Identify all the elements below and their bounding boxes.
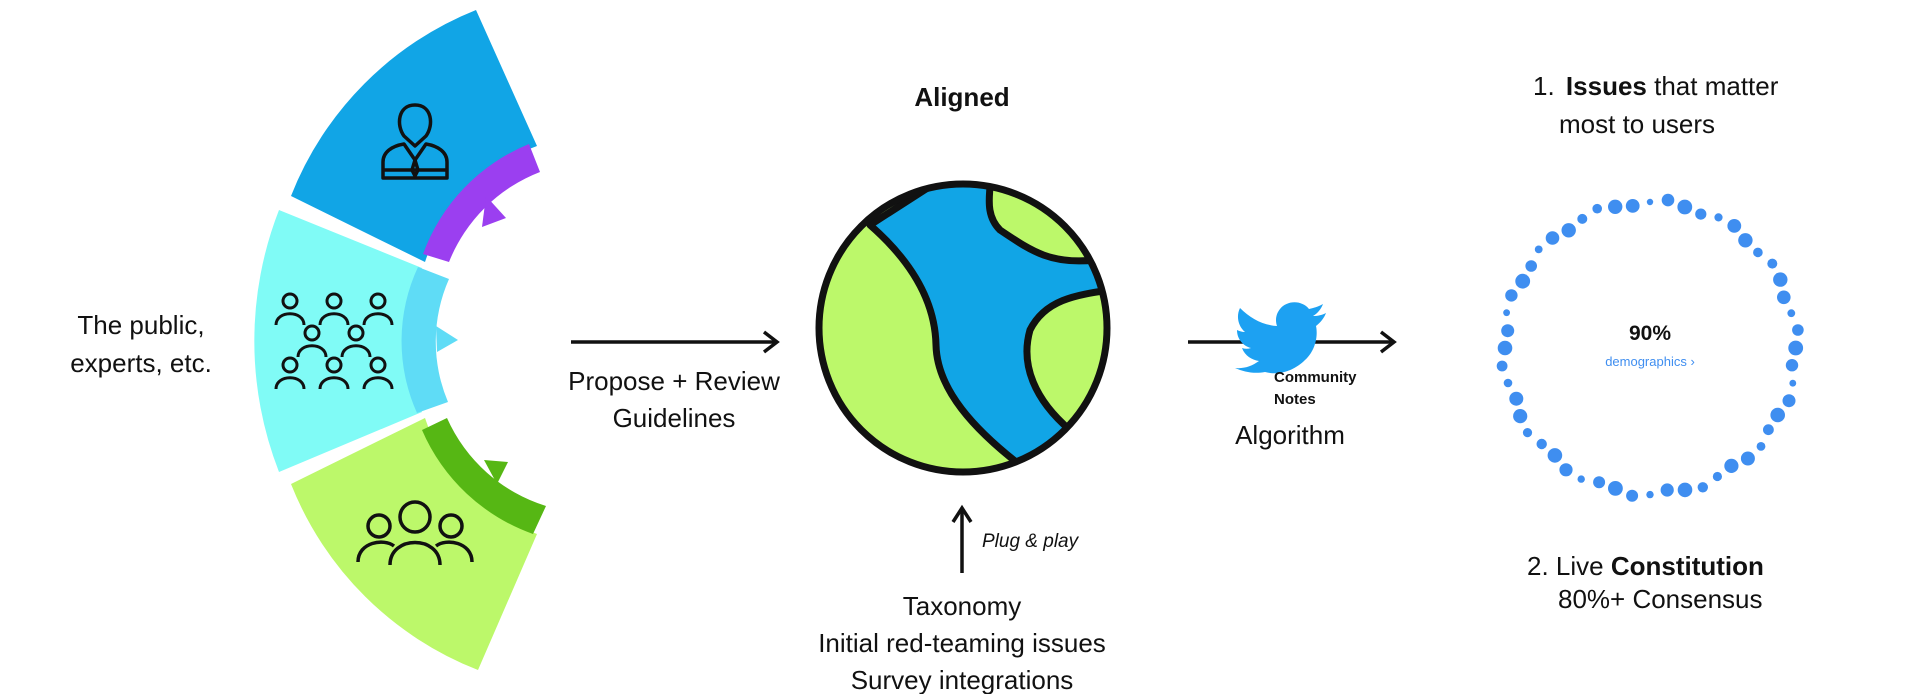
- twitter-bird-icon: [1235, 302, 1326, 374]
- gauge-ring-dot: [1712, 471, 1722, 482]
- gauge-ring-dot: [1646, 490, 1654, 499]
- gauge-ring-dot: [1577, 213, 1588, 224]
- gauge-ring-dot: [1608, 199, 1623, 214]
- gauge-ring-dot: [1753, 247, 1763, 258]
- output-item2-bold: Constitution: [1611, 551, 1764, 581]
- gauge-ring-dot: [1505, 289, 1518, 302]
- gauge-ring-dot: [1497, 340, 1513, 356]
- algorithm-label: Algorithm: [1235, 420, 1345, 450]
- gauge-ring-dot: [1785, 359, 1799, 372]
- fan-segment-individual: [291, 10, 537, 262]
- gauge-ring-dot: [1501, 324, 1515, 338]
- gauge-ring-dot: [1625, 199, 1640, 213]
- gauge-ring-dot: [1534, 245, 1543, 254]
- globe-title: Aligned: [914, 82, 1009, 112]
- gauge-ring-dot: [1738, 233, 1753, 248]
- globe-icon: [815, 180, 1111, 476]
- gauge-ring-dot: [1525, 260, 1537, 272]
- plug-label: Plug & play: [982, 531, 1080, 552]
- gauge-ring-dot: [1697, 482, 1709, 493]
- crowd-icon: [274, 292, 394, 390]
- arrow-notch-purple: [482, 196, 506, 227]
- output-item2-line2: 80%+ Consensus: [1558, 584, 1763, 614]
- output-item1-line1: 1. Issues that matter: [1533, 71, 1779, 101]
- propose-label-line1: Propose + Review: [568, 366, 780, 396]
- gauge-ring-dot: [1503, 378, 1513, 388]
- gauge-demographics-link[interactable]: demographics ›: [1605, 354, 1695, 369]
- gauge-ring-dot: [1695, 208, 1707, 220]
- gauge-ring-dot: [1513, 409, 1528, 424]
- gauge-ring-dot: [1773, 272, 1788, 287]
- gauge-ring-dot: [1740, 451, 1755, 466]
- gauge-ring-dot: [1756, 442, 1766, 451]
- gauge-ring-dot: [1724, 458, 1739, 473]
- gauge-ring-dot: [1792, 324, 1804, 336]
- gauge-ring-dot: [1593, 476, 1606, 489]
- community-notes-line2: Notes: [1274, 391, 1316, 408]
- gauge-ring-dot: [1561, 223, 1576, 238]
- community-notes-line1: Community: [1274, 369, 1357, 386]
- arrow-to-globe: [571, 330, 780, 354]
- output-item1-bold: Issues: [1566, 71, 1647, 101]
- gauge-ring-dot: [1545, 231, 1560, 245]
- gauge-ring-dot: [1660, 483, 1674, 497]
- gauge-ring-dot: [1782, 394, 1796, 408]
- gauge-ring-dot: [1677, 199, 1693, 215]
- person-icon: [381, 103, 449, 180]
- consensus-gauge-ring: [1496, 193, 1804, 502]
- gauge-ring-dot: [1559, 463, 1573, 477]
- plug-arrow: [951, 504, 973, 573]
- gauge-ring-dot: [1789, 379, 1797, 387]
- source-label-line2: experts, etc.: [70, 348, 212, 378]
- fan-band-green: [422, 418, 546, 534]
- gauge-ring-dot: [1592, 203, 1602, 214]
- gauge-ring-dot: [1661, 193, 1675, 207]
- output-item1-line2: most to users: [1559, 109, 1715, 139]
- gauge-ring-dot: [1577, 475, 1585, 483]
- stakeholder-fan: [254, 10, 546, 670]
- fan-band-cyan: [401, 267, 449, 413]
- gauge-ring-dot: [1522, 428, 1533, 438]
- arrow-notch-green: [484, 460, 508, 484]
- gauge-ring-dot: [1767, 258, 1778, 269]
- fan-segment-crowd: [254, 210, 422, 472]
- gauge-ring-dot: [1677, 482, 1693, 498]
- gauge-ring-dot: [1788, 340, 1804, 356]
- gauge-ring-dot: [1727, 219, 1742, 233]
- output-item2-line1: 2. Live Constitution: [1527, 551, 1764, 581]
- arrow-notch-cyan: [436, 326, 458, 352]
- propose-label-line2: Guidelines: [613, 403, 736, 433]
- gauge-ring-dot: [1777, 290, 1791, 305]
- gauge-ring-dot: [1536, 438, 1547, 450]
- gauge-ring-dot: [1714, 213, 1723, 222]
- gauge-ring-dot: [1626, 489, 1639, 502]
- gauge-ring-dot: [1763, 424, 1774, 436]
- gauge-ring-dot: [1646, 198, 1654, 206]
- input-item-taxonomy: Taxonomy: [903, 591, 1022, 621]
- output-item1-number: 1.: [1533, 71, 1555, 101]
- gauge-ring-dot: [1515, 273, 1531, 289]
- gauge-ring-dot: [1503, 309, 1510, 317]
- gauge-ring-dot: [1496, 360, 1508, 372]
- gauge-value: 90%: [1629, 322, 1671, 345]
- source-label-line1: The public,: [77, 310, 204, 340]
- fan-band-purple: [423, 144, 540, 262]
- input-item-survey: Survey integrations: [851, 665, 1074, 694]
- group-icon: [356, 500, 474, 566]
- output-item2-prefix: 2. Live: [1527, 551, 1611, 581]
- gauge-ring-dot: [1787, 309, 1796, 318]
- gauge-ring-dot: [1547, 448, 1563, 463]
- gauge-ring-dot: [1770, 407, 1785, 423]
- input-item-red-teaming: Initial red-teaming issues: [818, 628, 1106, 658]
- gauge-ring-dot: [1608, 481, 1623, 496]
- output-item1-rest: that matter: [1654, 71, 1779, 101]
- gauge-ring-dot: [1509, 391, 1524, 406]
